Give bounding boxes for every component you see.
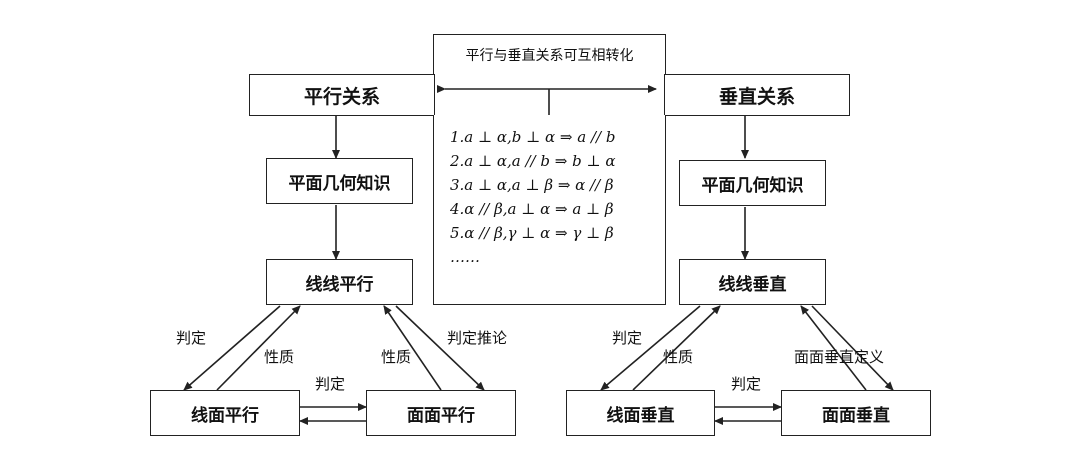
theorem-item: 1.a ⊥ α,b ⊥ α ⇒ a // b — [450, 128, 616, 146]
conversion-note: 平行与垂直关系可互相转化 — [433, 34, 666, 74]
right-definition-arrow-up — [800, 305, 867, 391]
left-plane-geometry-knowledge: 平面几何知识 — [266, 158, 413, 204]
plane-plane-perpendicular: 面面垂直 — [781, 390, 931, 436]
plane-plane-parallel: 面面平行 — [366, 390, 516, 436]
perpendicular-relation-title: 垂直关系 — [664, 74, 850, 116]
right-definition-label: 面面垂直定义 — [794, 348, 885, 366]
theorem-item: 4.α // β,a ⊥ α ⇒ a ⊥ β — [450, 200, 614, 218]
theorem-item: 2.a ⊥ α,a // b ⇒ b ⊥ α — [450, 152, 616, 170]
left-property-label: 性质 — [264, 348, 295, 366]
right-judge-label: 判定 — [612, 329, 643, 347]
theorem-list: 1.a ⊥ α,b ⊥ α ⇒ a // b 2.a ⊥ α,a // b ⇒ … — [433, 115, 666, 305]
right-definition-arrow-down — [811, 305, 894, 391]
left-property-arrow-2 — [383, 305, 442, 391]
theorem-item: 5.α // β,γ ⊥ α ⇒ γ ⊥ β — [450, 224, 614, 242]
left-judge-arrow — [183, 305, 281, 391]
left-judge-inference-label: 判定推论 — [447, 329, 508, 347]
right-property-arrow — [632, 305, 721, 391]
right-bottom-judge-label: 判定 — [731, 375, 762, 393]
left-judge-inference-arrow — [395, 305, 485, 391]
left-property-arrow — [216, 305, 301, 391]
line-plane-parallel: 线面平行 — [150, 390, 300, 436]
right-judge-arrow — [600, 305, 701, 391]
left-judge-label: 判定 — [176, 329, 207, 347]
parallel-relation-title: 平行关系 — [249, 74, 435, 116]
right-plane-geometry-knowledge: 平面几何知识 — [679, 160, 826, 206]
right-property-label: 性质 — [663, 348, 694, 366]
line-plane-perpendicular: 线面垂直 — [566, 390, 715, 436]
left-property-label-2: 性质 — [381, 348, 412, 366]
line-line-perpendicular: 线线垂直 — [679, 259, 826, 305]
line-line-parallel: 线线平行 — [266, 259, 413, 305]
theorem-item: 3.a ⊥ α,a ⊥ β ⇒ α // β — [450, 176, 614, 194]
left-bottom-judge-label: 判定 — [315, 375, 346, 393]
theorem-ellipsis: …… — [450, 248, 480, 266]
